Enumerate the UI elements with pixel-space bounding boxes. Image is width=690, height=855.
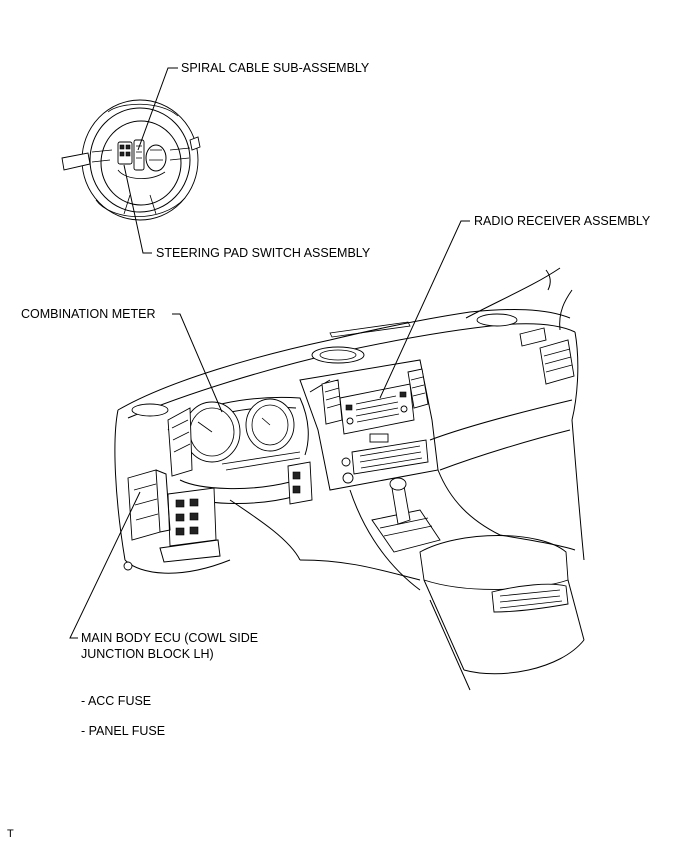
spiral-cable-label: SPIRAL CABLE SUB-ASSEMBLY	[181, 61, 370, 75]
instrument-panel-drawing	[114, 267, 585, 691]
steering-wheel-drawing	[61, 99, 201, 221]
main-body-ecu-label-line2: JUNCTION BLOCK LH)	[81, 647, 214, 661]
steering-pad-switch-label: STEERING PAD SWITCH ASSEMBLY	[156, 246, 371, 260]
panel-fuse-label: - PANEL FUSE	[81, 724, 166, 738]
combination-meter-label: COMBINATION METER	[21, 307, 156, 321]
corner-mark: T	[7, 828, 14, 840]
acc-fuse-label: - ACC FUSE	[81, 694, 152, 708]
radio-receiver-label: RADIO RECEIVER ASSEMBLY	[474, 214, 651, 228]
main-body-ecu-label-line1: MAIN BODY ECU (COWL SIDE	[81, 631, 259, 645]
